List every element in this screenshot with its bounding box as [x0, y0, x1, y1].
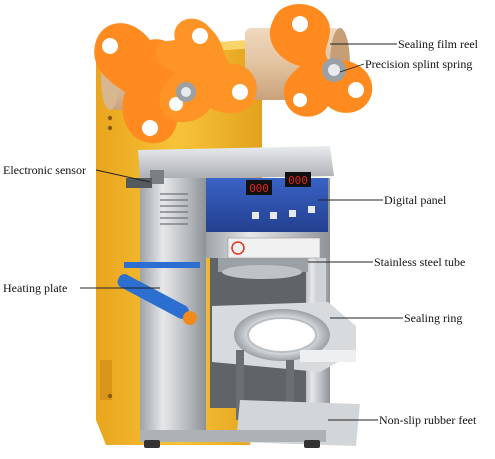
panel-button-2 [270, 212, 277, 219]
callout-digital-panel: Digital panel [384, 193, 447, 207]
base-plate [140, 400, 360, 448]
leader-precision-splint-spring [339, 63, 365, 73]
rubber-foot-right [304, 440, 320, 448]
leader-lines [80, 43, 403, 421]
blue-handle [117, 262, 200, 325]
callout-precision-splint-spring: Precision splint spring [365, 57, 473, 71]
orange-knob-center [155, 18, 257, 123]
display-right-readout: 000 [288, 174, 308, 187]
callout-heating-plate: Heating plate [3, 281, 68, 295]
warning-label [227, 237, 321, 259]
panel-button-3 [289, 210, 296, 217]
display-left-readout: 000 [249, 182, 269, 195]
panel-button-1 [252, 212, 259, 219]
heating-press [218, 258, 326, 318]
callout-sealing-ring: Sealing ring [404, 311, 463, 325]
callout-non-slip-rubber-feet: Non-slip rubber feet [379, 413, 477, 427]
rubber-foot-left [144, 440, 160, 448]
callout-sealing-film-reel: Sealing film reel [398, 37, 478, 51]
panel-button-4 [308, 206, 315, 213]
callout-electronic-sensor: Electronic sensor [3, 163, 86, 177]
callout-stainless-steel-tube: Stainless steel tube [374, 255, 466, 269]
digital-panel-graphic: 000 000 [206, 172, 328, 259]
screw-shafts [236, 350, 294, 420]
sealing-tray [212, 302, 356, 372]
leader-electronic-sensor [95, 169, 151, 183]
orange-knob-right [269, 3, 373, 117]
